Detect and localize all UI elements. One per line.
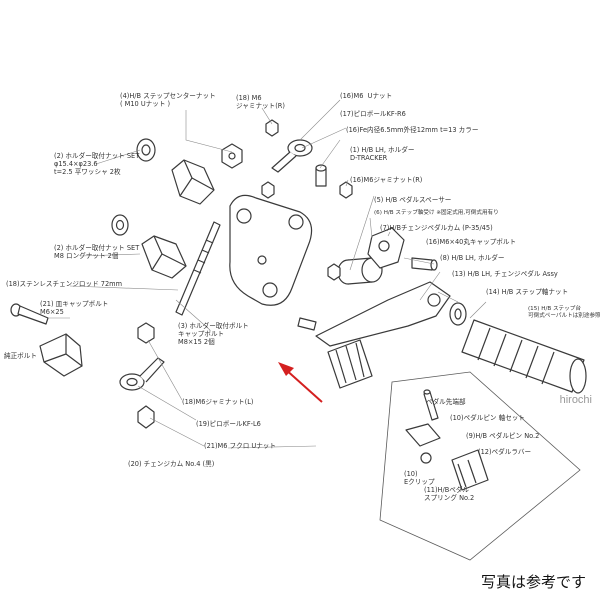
- leader-lines: [48, 99, 487, 449]
- cap-bolt-part: [297, 317, 317, 331]
- label-pillow-ball-l: (19)ピロボールKF-L6: [196, 420, 261, 428]
- nut-part: [327, 263, 341, 281]
- label-change-rod: (18)ステンレスチェンジロッド 72mm: [6, 280, 122, 288]
- label-jam-nut-l: (18)M6ジャミナット(L): [182, 398, 254, 406]
- label-step-bearing: (6) H/B ステップ軸受け ※固定式用,可倒式用有り: [374, 210, 499, 216]
- label-change-pedal-assy: (13) H/B LH, チェンジペダル Assy: [452, 270, 558, 278]
- label-u-nut: (16)M6 Uナット: [340, 92, 393, 100]
- cap-bolt-part: [10, 303, 49, 325]
- footer-note: 写真は参考です: [480, 573, 586, 591]
- label-pedal-tip: ペダル先端部: [426, 398, 466, 406]
- step-nut-part: [449, 302, 467, 326]
- label-pedal-pin: (9)H/B ペダルピン No.2: [466, 432, 540, 440]
- label-cap-bolt-m6x40: (16)M6×40丸キャップボルト: [426, 238, 517, 246]
- washer-part: [111, 214, 129, 236]
- long-nut-part: [141, 235, 187, 279]
- label-bag-nut: (21)M6 フクロ Uナット: [204, 442, 276, 450]
- pedal-tip-detail: [405, 389, 489, 491]
- pillow-ball-part: [119, 357, 165, 391]
- collar-part: [315, 164, 327, 187]
- bag-nut-part: [137, 405, 155, 429]
- detail-box: [379, 371, 581, 561]
- label-step-base: (15) H/B ステップ台 可倒式ペーパルトは別途参照: [528, 306, 600, 319]
- watermark: hirochi: [559, 394, 592, 406]
- nut-part: [265, 119, 279, 137]
- label-collar: (16)Fe内径6.5mm外径12mm t=13 カラー: [346, 126, 479, 134]
- genuine-bolt-part: [39, 333, 83, 377]
- nut-part: [261, 181, 275, 199]
- label-holder-nut-set: (2) ホルダー取付ナット SET φ15.4×φ23.6 t=2.5 平ワッシ…: [54, 152, 140, 176]
- pedal-spacer-part: [337, 257, 383, 285]
- label-step-shaft-nut: (14) H/B ステップ軸ナット: [486, 288, 569, 296]
- cap-bolt-part: [411, 257, 438, 271]
- long-nut-part: [171, 159, 215, 205]
- change-pedal-part: [315, 281, 451, 347]
- label-genuine-bolt: 純正ボルト: [4, 352, 37, 360]
- label-holder-long-nut: (2) ホルダー取付ナット SET M8 ロングナット 2個: [54, 244, 140, 260]
- label-step-center-nut: (4)H/B ステップセンターナット ( M10 Uナット ): [120, 92, 216, 108]
- pillow-ball-part: [271, 139, 313, 173]
- label-pedal-pin-set: (10)ペダルピン 軸セット: [450, 414, 525, 422]
- red-arrow: [278, 362, 323, 403]
- label-jam-nut-r: (18) M6 ジャミナット(R): [236, 94, 285, 110]
- holder-plate-part: [229, 194, 313, 306]
- nut-part: [339, 181, 353, 199]
- label-holder: (8) H/B LH, ホルダー: [440, 254, 505, 262]
- pedal-rubber-part: [327, 339, 373, 389]
- label-pedal-rubber: (12)ペダルラバー: [478, 448, 532, 456]
- nut-part: [137, 322, 155, 344]
- change-rod-part: [175, 221, 221, 316]
- change-pedal-cam-part: [367, 227, 405, 269]
- washer-part: [136, 138, 156, 162]
- label-pedal-spacer: (5) H/B ペダルスペーサー: [374, 196, 452, 204]
- label-holder-dtracker: (1) H/B LH, ホルダー D-TRACKER: [350, 146, 415, 162]
- label-jam-nut-r-2: (16)M6ジャミナット(R): [350, 176, 423, 184]
- label-holder-bolt: (3) ホルダー取付ボルト キャップボルト M8×15 2個: [178, 322, 249, 346]
- footpeg-part: [461, 319, 587, 394]
- label-pillow-ball-r: (17)ピロボールKF-R6: [340, 110, 406, 118]
- label-change-cam: (20) チェンジカム No.4 (黒): [128, 460, 215, 468]
- label-change-pedal-cam: (7)H/Bチェンジペダルカム (P-35/45): [380, 224, 493, 232]
- nut-part: [221, 143, 243, 169]
- label-countersunk-bolt: (21) 皿キャップボルト M6×25: [40, 300, 109, 316]
- label-pedal-spring: (11)H/Bペダル スプリング No.2: [424, 486, 475, 502]
- label-e-clip: (10) Eクリップ: [404, 470, 435, 486]
